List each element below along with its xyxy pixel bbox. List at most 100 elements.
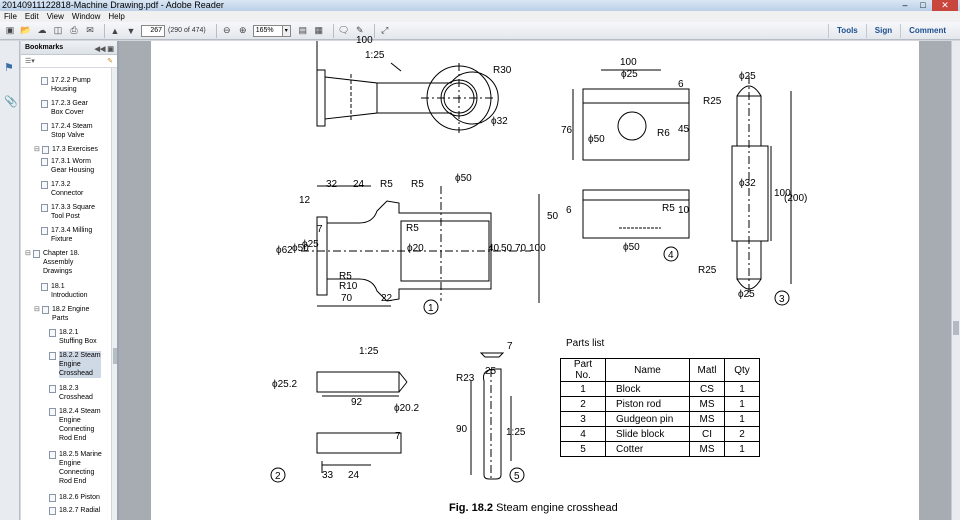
minimize-button[interactable]: – [902,0,908,10]
dim-label: R5 [380,179,393,190]
previous-page-icon[interactable]: ▲ [110,25,120,36]
table-row: 3 Gudgeon pin MS 1 [560,411,760,427]
bookmarks-scrollbar[interactable] [111,68,117,520]
menu-view[interactable]: View [46,12,64,21]
dim-label: 92 [351,397,363,408]
part-number-balloon [509,467,525,483]
page-number-input[interactable]: 267 [141,24,165,37]
cloud-icon[interactable]: ☁ [37,25,47,35]
panel-splitter[interactable] [118,41,119,520]
page-icon [41,283,48,291]
scrollbar-thumb[interactable] [113,348,117,364]
dim-label: 70 [515,243,527,254]
table-cell: MS [689,411,725,427]
maximize-button[interactable]: □ [920,0,926,10]
column-header: Part No. [560,358,606,382]
table-cell: 1 [724,396,760,412]
zoom-dropdown[interactable]: ▾ [282,24,291,37]
collapse-toggle-icon[interactable]: ⊟ [25,250,31,257]
create-pdf-icon[interactable]: ▣ [5,25,15,35]
comment-button[interactable]: Comment [900,24,954,38]
document-scrollbar[interactable] [951,41,960,520]
table-cell: Piston rod [605,396,690,412]
options-icon[interactable]: ☰▾ [25,58,35,65]
save-icon[interactable]: ◫ [53,25,63,35]
table-header-row: Part No. Name Matl Qty [560,358,760,382]
highlight-icon[interactable]: ✎ [355,25,364,35]
table-cell: CS [689,381,725,397]
part-number: 3 [779,294,785,305]
page-icon [41,181,48,189]
scrollbar-thumb[interactable] [953,321,959,335]
page-icon [41,227,48,235]
zoom-input[interactable]: 165% [252,24,283,37]
column-header: Matl [689,358,725,382]
menu-window[interactable]: Window [71,12,101,21]
zoom-in-icon[interactable]: ⊕ [238,25,247,35]
part-number: 2 [275,471,281,482]
dim-label: 10 [678,205,690,216]
dim-label: 24 [353,179,365,190]
next-page-icon[interactable]: ▼ [126,25,136,36]
bookmark-item[interactable]: 18.2.7 Radial [49,506,100,515]
fit-page-icon[interactable]: ▤ [298,25,307,35]
menu-file[interactable]: File [4,12,17,21]
print-icon[interactable]: ⎙ [70,25,78,35]
open-folder-icon[interactable]: 📂 [20,25,32,35]
dim-label: ϕ32 [491,116,508,127]
collapse-panel-icon[interactable]: ◀◀ ▣ [94,46,114,53]
collapse-toggle-icon[interactable]: ⊟ [34,306,40,313]
dim-label: R5 [662,203,675,214]
bookmarks-tools: ☰▾ ✎ [21,55,117,68]
part1-front-view [301,185,540,307]
sign-button[interactable]: Sign [865,24,900,38]
menu-edit[interactable]: Edit [24,12,39,21]
bookmark-label: Gear Housing [51,167,95,174]
scroll-mode-icon[interactable]: ▦ [314,25,323,35]
dim-label: ϕ50 [292,243,309,254]
dim-label: 7 [507,341,513,352]
bookmark-label: Chapter 18. [43,250,80,257]
dim-label: ϕ50 [623,242,640,253]
bookmark-label: Box Cover [51,109,84,116]
bookmark-label: Drawings [43,268,73,275]
tools-button[interactable]: Tools [828,24,866,38]
bookmarks-icon[interactable]: ⚑ [4,62,14,74]
part-number-balloon [663,246,679,262]
table-cell: 1 [724,441,760,457]
bookmark-item[interactable]: 18.2.6 Piston [49,493,100,502]
menu-help[interactable]: Help [108,12,125,21]
collapse-toggle-icon[interactable]: ⊟ [34,146,40,153]
delete-bookmark-icon[interactable]: ✎ [107,58,113,65]
table-cell: 1 [724,411,760,427]
dim-label: ϕ50 [455,173,472,184]
attachments-icon[interactable]: 📎 [4,96,18,108]
page-icon [41,123,48,131]
part5-cotter [470,352,512,480]
comment-icon[interactable]: 🗨 [338,25,350,35]
email-icon[interactable]: ✉ [86,25,94,35]
part2-piston-rod [316,371,408,473]
expand-icon[interactable]: ⤢ [381,25,389,35]
bookmark-item[interactable]: ⊟17.3 Exercises [34,145,98,154]
close-button[interactable]: ✕ [932,0,958,11]
zoom-out-icon[interactable]: ⊖ [222,25,231,35]
dim-label: 1:25 [506,427,526,438]
bookmark-label: Introduction [51,292,88,299]
table-cell: 4 [560,426,606,442]
